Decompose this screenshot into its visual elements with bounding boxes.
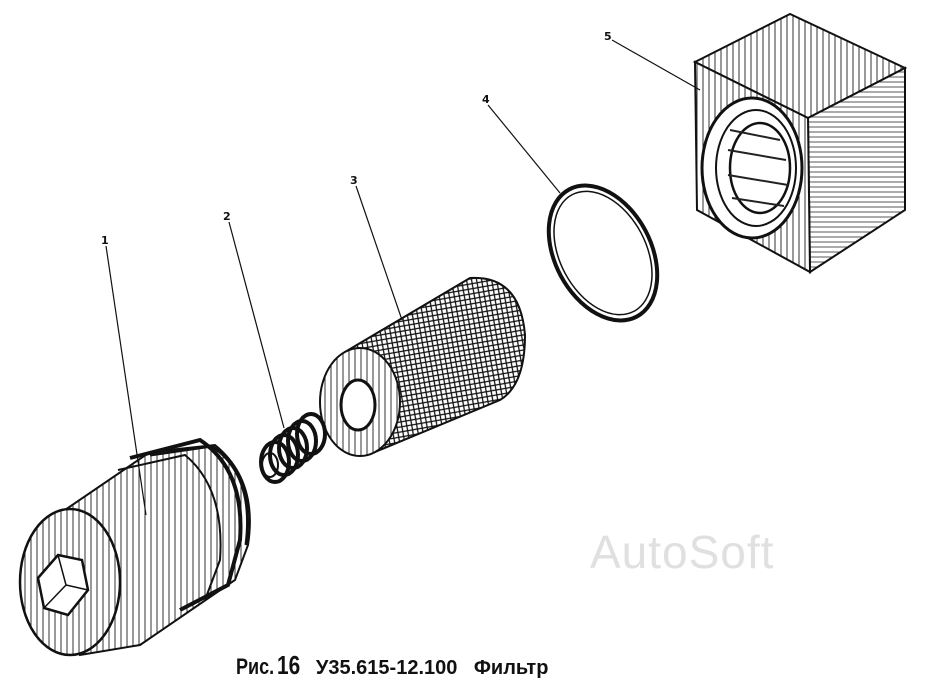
caption-figure-number: 16 xyxy=(276,650,300,680)
caption-figure-label: Рис. xyxy=(236,654,275,679)
caption-title: Фильтр xyxy=(473,657,549,679)
callout-2: 2 xyxy=(223,210,231,223)
part-4-o-ring xyxy=(546,183,660,323)
part-1-cap xyxy=(18,437,251,657)
callout-4: 4 xyxy=(482,93,490,106)
part-2-spring xyxy=(259,412,327,484)
callout-1: 1 xyxy=(101,234,109,247)
part-5-housing xyxy=(692,12,908,274)
caption-code: У35.615-12.100 xyxy=(315,657,458,679)
watermark: AutoSoft xyxy=(590,526,774,578)
part-3-filter-element xyxy=(319,276,527,457)
leader-lines xyxy=(105,39,701,516)
figure-caption: Рис.16 У35.615-12.100 Фильтр xyxy=(236,650,548,681)
callout-5: 5 xyxy=(604,30,612,43)
callout-3: 3 xyxy=(350,174,358,187)
